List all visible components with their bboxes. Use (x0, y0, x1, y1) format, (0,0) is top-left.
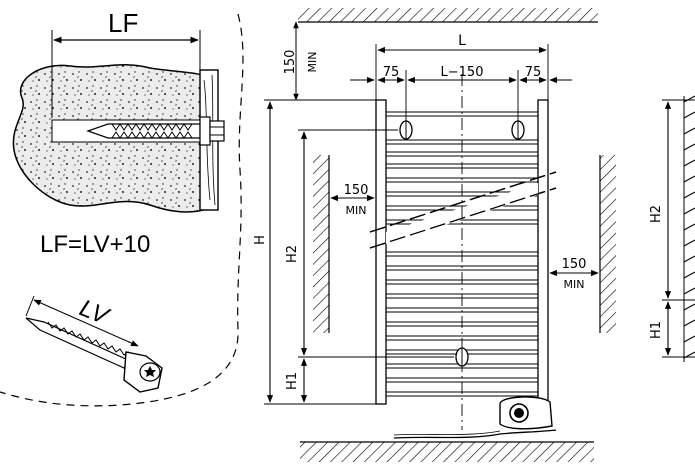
detail-boundary (0, 13, 244, 407)
right-clearance-value: 150 (562, 257, 587, 272)
side-h2-label: H2 (649, 205, 664, 223)
h1-label: H1 (285, 372, 300, 390)
lf-label: LF (108, 8, 138, 38)
loose-screw (25, 317, 163, 393)
lv-label: LV (76, 295, 114, 331)
left-clearance-value: 150 (344, 183, 369, 198)
lv-dimension-line (33, 299, 139, 347)
anchor-detail: LF LF=LV+10 LV (0, 8, 244, 407)
front-view: 150 MIN L 75 L−150 75 H H2 H1 150 (253, 8, 616, 462)
right-clearance-unit: MIN (564, 278, 585, 291)
side-h1-label: H1 (649, 321, 664, 339)
radiator-rail-left (375, 99, 387, 405)
lf-formula: LF=LV+10 (40, 231, 150, 258)
left-clearance-unit: MIN (346, 204, 367, 217)
heating-element (393, 396, 557, 439)
bracket-spacing: L−150 (441, 65, 484, 80)
top-clearance-unit: MIN (306, 52, 319, 73)
h2-label: H2 (285, 245, 300, 263)
top-clearance-value: 150 (283, 50, 298, 75)
side-view: H2 H1 (649, 95, 695, 362)
overall-width-label: L (458, 33, 466, 49)
bracket-offset-left: 75 (383, 65, 400, 80)
height-label: H (253, 235, 268, 245)
radiator-rail-right (537, 99, 549, 405)
bracket-offset-right: 75 (525, 65, 542, 80)
